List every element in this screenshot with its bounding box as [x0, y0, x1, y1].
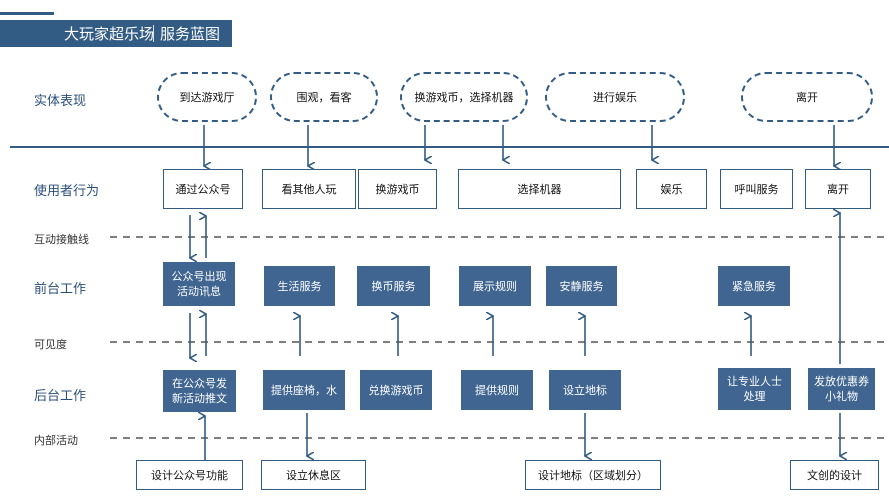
physical-item: 换游戏币，选择机器 — [400, 72, 528, 122]
user-action: 选择机器 — [458, 169, 621, 209]
header-accent-line — [0, 12, 54, 15]
frontstage-action: 展示规则 — [459, 266, 531, 306]
physical-item: 离开 — [741, 72, 873, 122]
physical-item: 到达游戏厅 — [157, 72, 257, 122]
backstage-action: 设立地标 — [549, 370, 621, 410]
page-title: 大玩家超乐场 — [64, 25, 155, 43]
line-label-interaction: 互动接触线 — [34, 233, 89, 246]
internal-activity: 设计地标（区域划分） — [525, 460, 661, 490]
physical-item: 围观，看客 — [270, 72, 378, 122]
frontstage-action: 安静服务 — [546, 266, 617, 306]
user-action: 娱乐 — [636, 169, 707, 209]
row-label-backstage: 后台工作 — [34, 389, 87, 404]
line-label-visibility: 可见度 — [34, 338, 67, 351]
backstage-action: 发放优惠券 小礼物 — [808, 368, 875, 410]
frontstage-action: 紧急服务 — [718, 266, 790, 306]
physical-item: 进行娱乐 — [545, 72, 685, 122]
user-action: 换游戏币 — [358, 169, 437, 209]
page-subtitle: 服务蓝图 — [160, 25, 221, 43]
row-label-physical: 实体表现 — [34, 94, 87, 109]
backstage-action: 提供座椅，水 — [263, 370, 345, 410]
row-label-frontstage: 前台工作 — [34, 282, 87, 297]
internal-activity: 文创的设计 — [790, 460, 879, 490]
user-action: 通过公众号 — [163, 169, 243, 209]
backstage-action: 兑换游戏币 — [360, 370, 432, 410]
row-label-user-actions: 使用者行为 — [34, 184, 100, 199]
frontstage-action: 生活服务 — [264, 266, 335, 306]
internal-activity: 设计公众号功能 — [136, 460, 243, 490]
backstage-action: 让专业人士 处理 — [718, 368, 791, 410]
user-action: 呼叫服务 — [720, 169, 793, 209]
line-label-internal: 内部活动 — [34, 434, 78, 447]
user-action: 看其他人玩 — [262, 169, 356, 209]
backstage-action: 提供规则 — [461, 370, 533, 410]
frontstage-action: 公众号出现 活动讯息 — [163, 262, 235, 306]
header-separator — [153, 25, 154, 42]
user-action: 离开 — [805, 169, 871, 209]
backstage-action: 在公众号发 新活动推文 — [163, 370, 236, 412]
internal-activity: 设立休息区 — [261, 460, 366, 490]
header-bar — [0, 20, 232, 47]
frontstage-action: 换币服务 — [357, 266, 430, 306]
